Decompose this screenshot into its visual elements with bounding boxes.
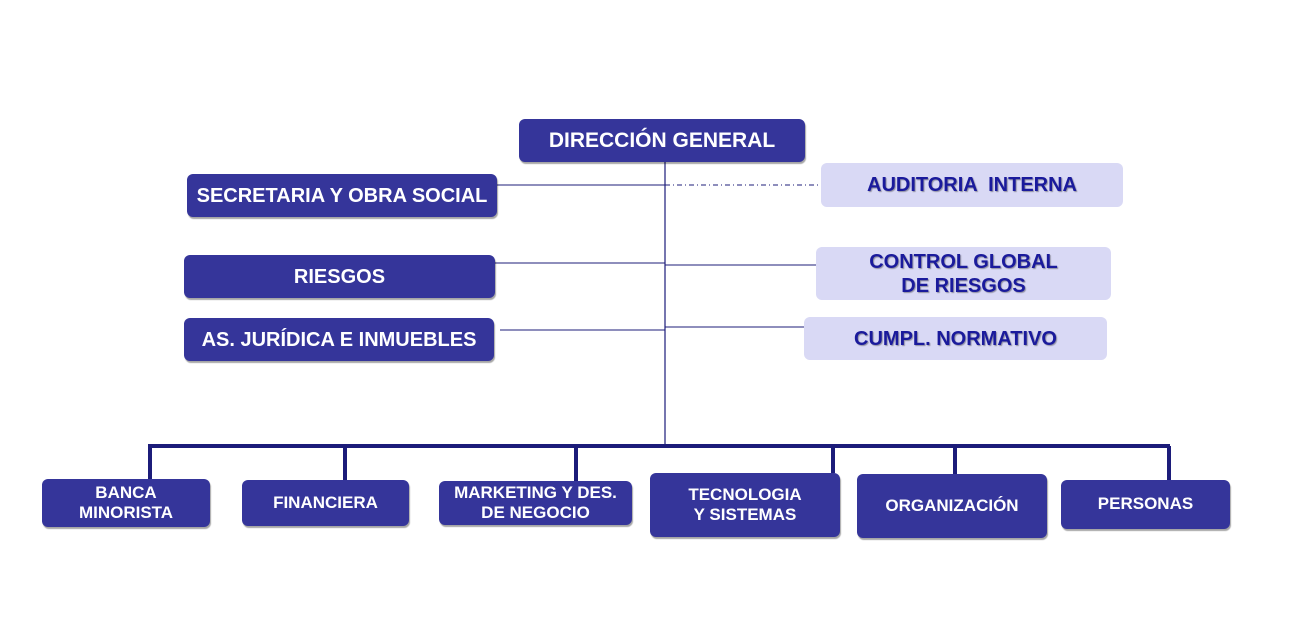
root-box-direccion-general: DIRECCIÓN GENERAL bbox=[519, 119, 805, 162]
right-unit-control-global: CONTROL GLOBAL DE RIESGOS bbox=[816, 247, 1111, 300]
left-unit-secretaria: SECRETARIA Y OBRA SOCIAL bbox=[187, 174, 497, 217]
division-marketing: MARKETING Y DES. DE NEGOCIO bbox=[439, 481, 632, 525]
left-unit-riesgos: RIESGOS bbox=[184, 255, 495, 298]
left-unit-juridica: AS. JURÍDICA E INMUEBLES bbox=[184, 318, 494, 361]
division-personas: PERSONAS bbox=[1061, 480, 1230, 529]
division-tecnologia: TECNOLOGIA Y SISTEMAS bbox=[650, 473, 840, 537]
division-banca-minorista: BANCA MINORISTA bbox=[42, 479, 210, 527]
division-organizacion: ORGANIZACIÓN bbox=[857, 474, 1047, 538]
right-unit-cumplimiento: CUMPL. NORMATIVO bbox=[804, 317, 1107, 360]
right-unit-auditoria: AUDITORIA INTERNA bbox=[821, 163, 1123, 207]
division-financiera: FINANCIERA bbox=[242, 480, 409, 526]
